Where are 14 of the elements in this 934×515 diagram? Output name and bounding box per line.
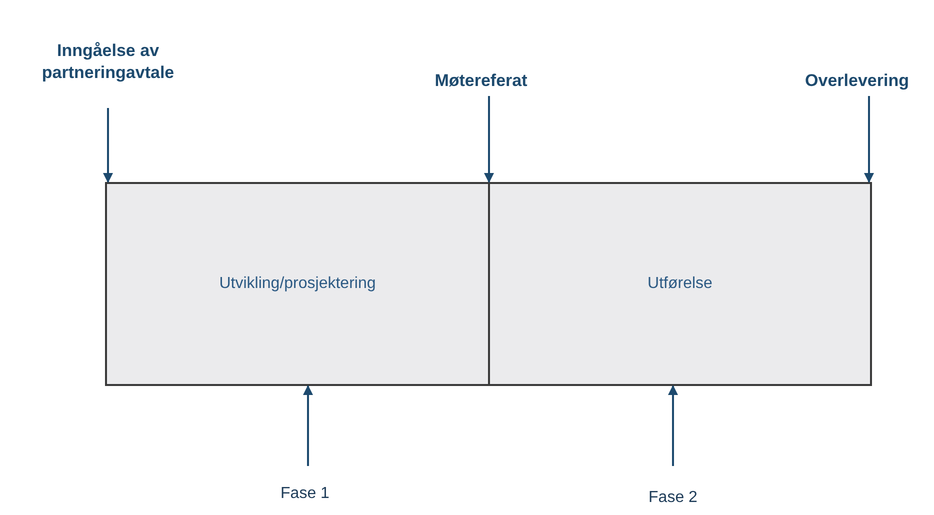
phase-label: Utvikling/prosjektering	[219, 274, 376, 294]
milestone-label: Inngåelse av partneringavtale	[40, 40, 176, 84]
arrow	[668, 385, 678, 466]
phase-number-label: Fase 2	[648, 488, 698, 508]
arrow	[103, 108, 113, 183]
phase-box	[488, 182, 872, 386]
arrow	[864, 96, 874, 183]
milestone-label: Overlevering	[805, 70, 909, 92]
arrow	[484, 96, 494, 183]
phase-number-label: Fase 1	[280, 484, 330, 504]
phase-label: Utførelse	[648, 274, 712, 294]
arrow	[303, 385, 313, 466]
phase-box	[105, 182, 490, 386]
milestone-label: Møtereferat	[434, 70, 528, 92]
